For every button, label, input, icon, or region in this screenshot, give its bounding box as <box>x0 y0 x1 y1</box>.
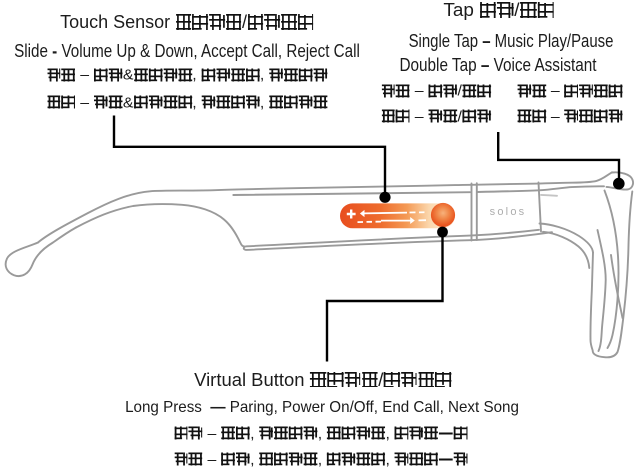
svg-text:solos: solos <box>490 206 527 218</box>
